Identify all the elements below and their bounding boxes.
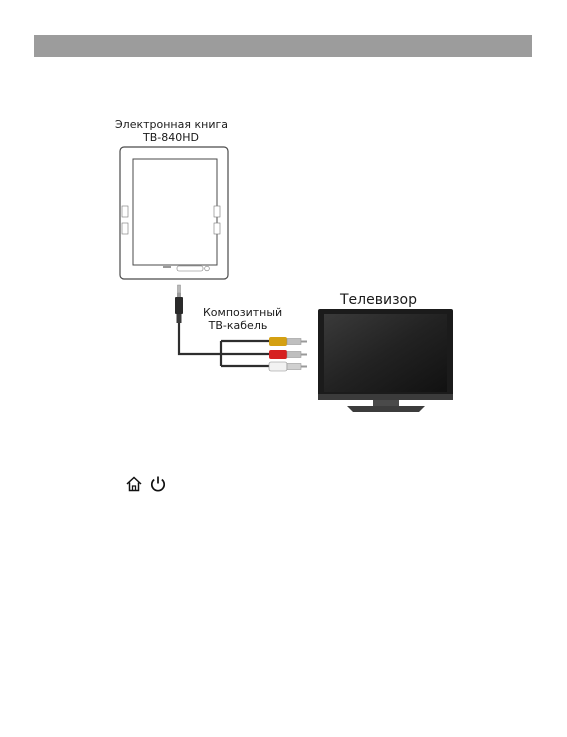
rca-plug-white: [269, 362, 307, 371]
television: [318, 309, 453, 412]
home-icon: [125, 475, 143, 493]
header-bar: [34, 35, 532, 57]
ebook-reader: [120, 147, 228, 279]
diagram-graphic: [115, 113, 463, 418]
button-icons: [125, 475, 167, 493]
connection-diagram: Электронная книга TB-840HD Композитный Т…: [115, 113, 463, 418]
rca-plug-red: [269, 350, 307, 359]
jack-plug: [175, 285, 183, 323]
power-icon: [149, 475, 167, 493]
rca-plug-yellow: [269, 337, 307, 346]
